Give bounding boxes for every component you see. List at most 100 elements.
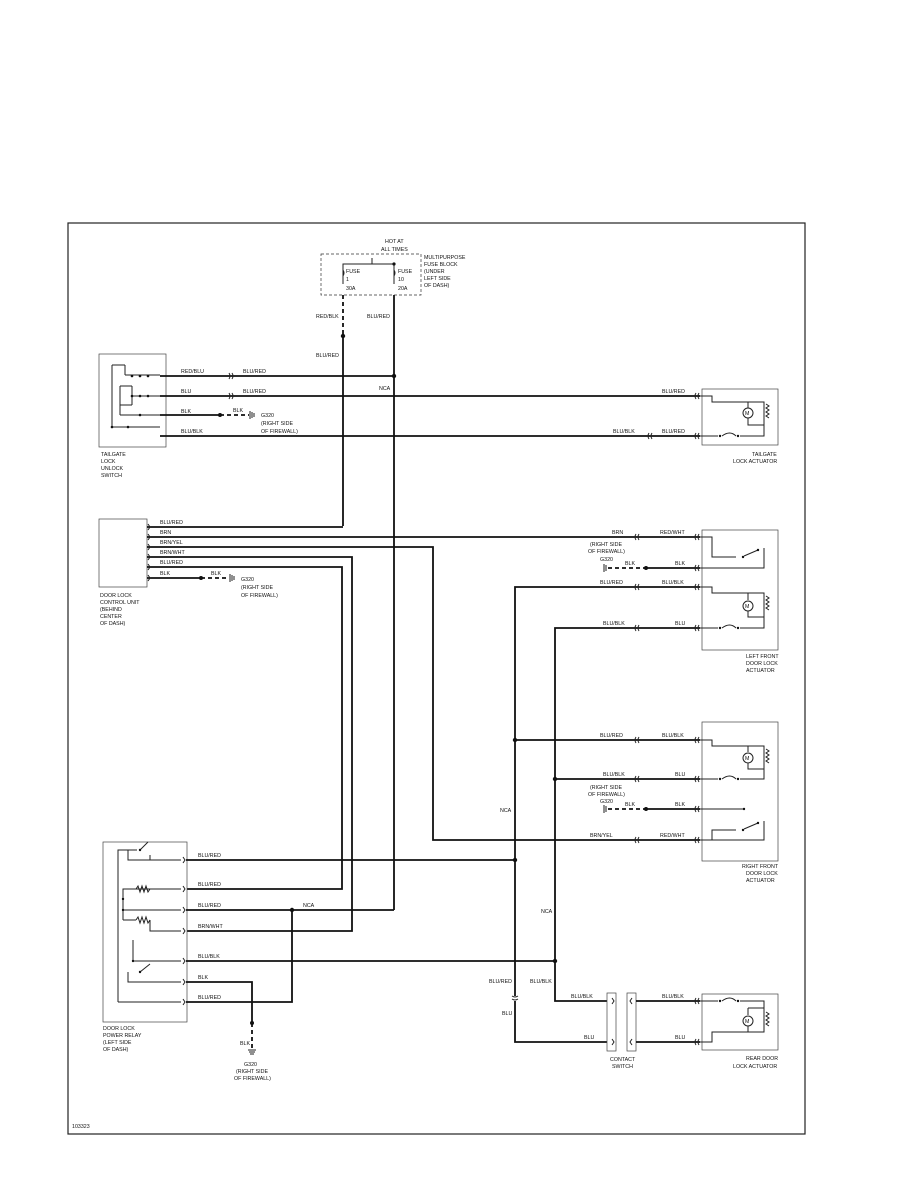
- left-front-label-1: LEFT FRONT: [746, 654, 779, 660]
- wire-label-rd-blu-red: BLU/RED: [489, 979, 512, 985]
- right-front-label-3: ACTUATOR: [746, 878, 775, 884]
- ground-label-5a: G320: [244, 1062, 257, 1068]
- wire-label-lf-blu-red: BLU/RED: [600, 580, 623, 586]
- tailgate-switch-label-4: SWITCH: [101, 473, 122, 479]
- fuse-left-label-3: 30A: [346, 286, 356, 292]
- wire-label-blu-red-vert: BLU/RED: [316, 353, 339, 359]
- left-front-actuator: M LEFT FRONT DOOR LOCK ACTUATOR: [700, 529, 779, 674]
- contact-switch-label-2: SWITCH: [612, 1064, 633, 1070]
- fuse-block: HOT AT ALL TIMES FUSE 1 30A FUSE 10 20A …: [320, 239, 466, 296]
- control-unit-label-2: CONTROL UNIT: [100, 600, 140, 606]
- ground-label-5b: (RIGHT SIDE: [236, 1069, 268, 1075]
- wire-label-blu-red-t4: BLU/RED: [662, 429, 685, 435]
- nca-label-1: NCA: [379, 386, 391, 392]
- wire-label-r-blu-blk: BLU/BLK: [198, 954, 220, 960]
- diagram-id: 103323: [72, 1124, 90, 1130]
- control-unit-label-4: CENTER: [100, 614, 122, 620]
- contact-switch: CONTACT SWITCH: [606, 992, 637, 1070]
- wire-label-rd-blu2: BLU: [584, 1035, 594, 1041]
- wire-label-red-wht-lf: RED/WHT: [660, 530, 685, 536]
- fuse-right-label-2: 10: [398, 277, 404, 283]
- ground-label-1c: OF FIREWALL): [261, 429, 298, 435]
- door-lock-power-relay: DOOR LOCK POWER RELAY (LEFT SIDE OF DASH…: [102, 841, 188, 1053]
- relay-label-3: (LEFT SIDE: [103, 1040, 132, 1046]
- tailgate-actuator: M TAILGATE LOCK ACTUATOR: [700, 388, 779, 465]
- ground-label-5c: OF FIREWALL): [234, 1076, 271, 1082]
- fuse-left-label-1: FUSE: [346, 269, 361, 275]
- wire-label-r-blu-red3: BLU/RED: [198, 903, 221, 909]
- wire-label-blk-t1: BLK: [181, 409, 191, 415]
- tailgate-actuator-label-1: TAILGATE: [752, 452, 777, 458]
- wire-label-cu-blu-red2: BLU/RED: [160, 560, 183, 566]
- motor-label-1: M: [745, 411, 749, 417]
- wire-label-lf-blk2: BLK: [675, 561, 685, 567]
- ground-label-2a: G320: [241, 577, 254, 583]
- ground-label-4a: (RIGHT SIDE: [590, 785, 622, 791]
- wire-label-blu-red-t3: BLU/RED: [662, 389, 685, 395]
- ground-label-3c: G320: [600, 557, 613, 563]
- fuse-block-label-2: FUSE BLOCK: [424, 262, 458, 268]
- hot-label-2: ALL TIMES: [381, 247, 408, 253]
- motor-label-3: M: [745, 756, 749, 762]
- fuse-right-label-3: 20A: [398, 286, 408, 292]
- wire-label-rd-blu-blk3: BLU/BLK: [662, 994, 684, 1000]
- fuse-left-label-2: 1: [346, 277, 349, 283]
- wire-label-blk-t2: BLK: [233, 408, 243, 414]
- nca-label-3: NCA: [541, 909, 553, 915]
- tailgate-switch-label-2: LOCK: [101, 459, 116, 465]
- left-front-label-3: ACTUATOR: [746, 668, 775, 674]
- wire-label-rd-blu3: BLU: [675, 1035, 685, 1041]
- wire-label-r-blu-red1: BLU/RED: [198, 853, 221, 859]
- control-unit-label-3: (BEHIND: [100, 607, 122, 613]
- wire-label-lf-blu-blk: BLU/BLK: [662, 580, 684, 586]
- wire-label-cu-blk: BLK: [160, 571, 170, 577]
- right-front-actuator: M RIGHT FRONT DOOR LOCK ACTUATOR: [700, 721, 779, 884]
- fuse-block-label-4: LEFT SIDE: [424, 276, 451, 282]
- wire-label-red-blk: RED/BLK: [316, 314, 339, 320]
- fuse-block-label-5: OF DASH): [424, 283, 450, 289]
- relay-label-4: OF DASH): [103, 1047, 129, 1053]
- wire-label-cu-brn-wht: BRN/WHT: [160, 550, 185, 556]
- control-unit-label-1: DOOR LOCK: [100, 593, 132, 599]
- wire-label-blu-red-t1: BLU/RED: [243, 369, 266, 375]
- ground-label-4c: G320: [600, 799, 613, 805]
- motor-label-4: M: [745, 1019, 749, 1025]
- wire-label-cu-blk2: BLK: [211, 571, 221, 577]
- ground-label-1b: (RIGHT SIDE: [261, 421, 293, 427]
- wire-label-red-blu: RED/BLU: [181, 369, 204, 375]
- wire-label-rf-brn-yel: BRN/YEL: [590, 833, 613, 839]
- right-front-label-1: RIGHT FRONT: [742, 864, 779, 870]
- wire-label-rf-blk1: BLK: [625, 802, 635, 808]
- rear-door-label-1: REAR DOOR: [746, 1056, 778, 1062]
- wire-label-rf-blu-blk: BLU/BLK: [662, 733, 684, 739]
- wire-label-lf-blk1: BLK: [625, 561, 635, 567]
- relay-label-2: POWER RELAY: [103, 1033, 142, 1039]
- left-front-label-2: DOOR LOCK: [746, 661, 778, 667]
- nca-label-2: NCA: [500, 808, 512, 814]
- fuse-block-label-1: MULTIPURPOSE: [424, 255, 466, 261]
- fuse-block-label-3: (UNDER: [424, 269, 445, 275]
- control-unit-label-5: OF DASH): [100, 621, 126, 627]
- wire-label-blu-blk-t1: BLU/BLK: [181, 429, 203, 435]
- door-lock-control-unit: DOOR LOCK CONTROL UNIT (BEHIND CENTER OF…: [98, 518, 148, 627]
- wire-label-brn-lf: BRN: [612, 530, 623, 536]
- fuse-right-label-1: FUSE: [398, 269, 413, 275]
- wire-label-r-brn-wht: BRN/WHT: [198, 924, 223, 930]
- ground-label-2b: (RIGHT SIDE: [241, 585, 273, 591]
- wire-label-cu-brn: BRN: [160, 530, 171, 536]
- contact-switch-label-1: CONTACT: [610, 1057, 636, 1063]
- ground-label-4b: OF FIREWALL): [588, 792, 625, 798]
- wire-label-r-blu-red4: BLU/RED: [198, 995, 221, 1001]
- nca-label-4: NCA: [303, 903, 315, 909]
- wire-label-r-blk: BLK: [198, 975, 208, 981]
- ground-label-3a: (RIGHT SIDE: [590, 542, 622, 548]
- wire-label-rf-red-wht: RED/WHT: [660, 833, 685, 839]
- wire-label-cu-blu-red: BLU/RED: [160, 520, 183, 526]
- wire-label-rd-blu1: BLU: [502, 1011, 512, 1017]
- ground-label-3b: OF FIREWALL): [588, 549, 625, 555]
- wire-label-r-blk2: BLK: [240, 1041, 250, 1047]
- diagram-frame: [67, 222, 806, 1135]
- wire-label-blu-red-fuse2: BLU/RED: [367, 314, 390, 320]
- tailgate-actuator-label-2: LOCK ACTUATOR: [733, 459, 777, 465]
